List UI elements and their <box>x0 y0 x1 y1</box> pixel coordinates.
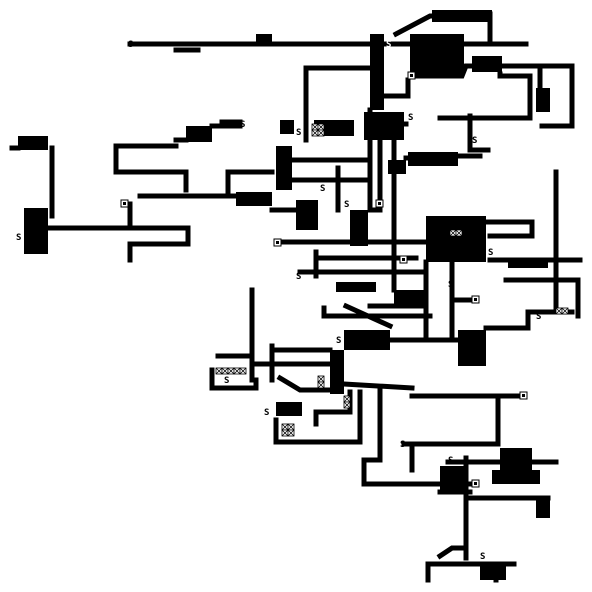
door-marker[interactable] <box>120 199 129 208</box>
corridor <box>209 367 259 391</box>
corridor <box>342 302 394 330</box>
room-block <box>536 496 550 518</box>
door-marker[interactable] <box>519 391 528 400</box>
letter-tile: S <box>400 440 405 450</box>
room-block <box>492 470 540 484</box>
corridor <box>361 387 473 487</box>
letter-tile: S <box>240 120 245 130</box>
letter-tile: S <box>448 456 453 466</box>
corridor <box>45 225 191 263</box>
room-block <box>18 136 48 150</box>
door-marker[interactable] <box>273 238 282 247</box>
corridor <box>437 71 533 121</box>
corridor <box>113 143 189 193</box>
room-block <box>276 146 292 190</box>
cross-tile-cluster <box>281 423 295 437</box>
cross-tile-cluster <box>449 229 463 237</box>
corridor <box>483 309 575 331</box>
corridor <box>401 393 501 447</box>
room-block <box>296 200 318 230</box>
letter-tiles: S S S S S S S S S S S S S S S S S S S S <box>16 40 541 562</box>
cross-tile-cluster <box>215 367 247 375</box>
door-marker[interactable] <box>471 479 480 488</box>
room-block <box>408 152 458 166</box>
corridor <box>392 13 435 38</box>
room-block <box>458 330 486 366</box>
room-block <box>432 10 492 22</box>
corridor <box>436 545 465 560</box>
corridor <box>425 561 517 583</box>
markers <box>120 71 528 488</box>
room-block <box>336 282 376 292</box>
room-block <box>276 402 302 416</box>
cross-tile-cluster <box>343 395 351 409</box>
door-marker[interactable] <box>407 71 416 80</box>
corridor <box>273 389 363 445</box>
corridor <box>467 113 491 153</box>
cross-tile-cluster <box>555 307 569 315</box>
door-marker[interactable] <box>375 199 384 208</box>
letter-tile: S <box>336 336 341 346</box>
letter-tile: S <box>224 376 229 386</box>
room-block <box>370 34 384 110</box>
corridor <box>341 381 415 391</box>
cross-tiles <box>215 123 569 437</box>
room-block <box>24 208 48 254</box>
letter-tile: S <box>322 206 327 216</box>
letter-tile: S <box>296 272 301 282</box>
corridor <box>276 374 333 393</box>
room-block <box>440 466 464 494</box>
letter-tile: S <box>536 312 541 322</box>
room-block <box>236 192 272 206</box>
door-marker[interactable] <box>399 255 408 264</box>
letter-tile: S <box>480 552 485 562</box>
room-block <box>508 258 548 268</box>
letter-tile: S <box>128 40 133 50</box>
corridor <box>367 107 383 213</box>
room-block <box>426 216 486 262</box>
letter-tile: S <box>408 113 413 123</box>
room-block <box>330 350 344 394</box>
cross-tile-cluster <box>317 375 325 389</box>
letter-tile: S <box>448 280 453 290</box>
letter-tile: S <box>264 408 269 418</box>
corridor <box>483 219 535 239</box>
room-block <box>280 120 294 134</box>
room-block <box>394 290 424 306</box>
letter-tile: S <box>16 233 21 243</box>
corridor <box>381 77 411 99</box>
room-block <box>500 448 532 470</box>
cross-tile-cluster <box>311 123 325 137</box>
room-block <box>388 160 406 174</box>
room-block <box>410 34 464 74</box>
corridor <box>321 305 433 319</box>
door-marker[interactable] <box>471 295 480 304</box>
letter-tile: S <box>472 136 477 146</box>
corridor <box>407 63 575 129</box>
room-block <box>350 210 368 246</box>
letter-tile: S <box>320 184 325 194</box>
room-block <box>344 330 390 350</box>
letter-tile: S <box>488 248 493 258</box>
letter-tile: S <box>344 200 349 210</box>
letter-tile: S <box>386 40 391 50</box>
corridor <box>503 277 581 319</box>
room-block <box>186 126 212 142</box>
corridors <box>9 11 583 583</box>
letter-tile: S <box>296 128 301 138</box>
